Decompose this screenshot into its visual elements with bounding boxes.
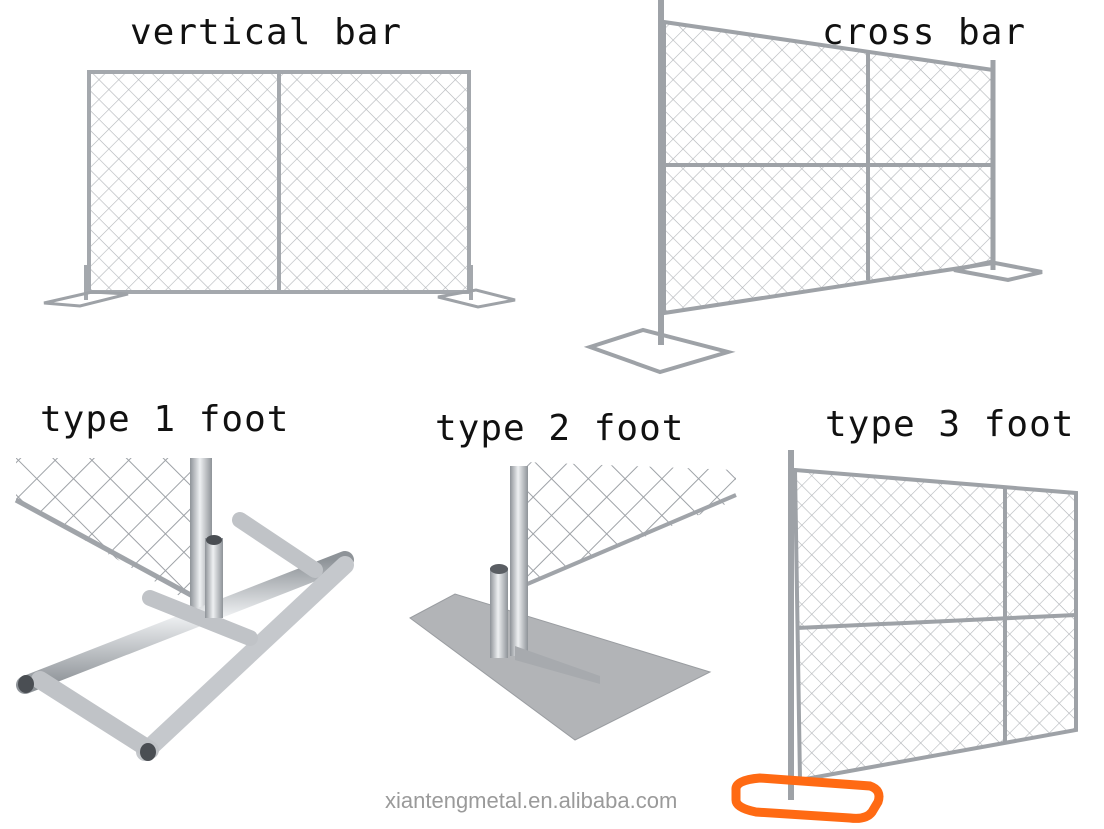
type-2-foot-label: type 2 foot: [435, 408, 685, 449]
vertical-bar-fence-image: [43, 70, 516, 309]
watermark-text: xiantengmetal.en.alibaba.com: [385, 788, 678, 813]
type-1-foot-image: [14, 458, 354, 761]
type-2-foot-image: [409, 462, 737, 741]
vertical-bar-label: vertical bar: [130, 12, 403, 53]
cross-bar-label: cross bar: [822, 12, 1027, 53]
type-3-foot-label: type 3 foot: [825, 404, 1075, 445]
type-3-foot-image: [731, 450, 1078, 823]
type-1-foot-label: type 1 foot: [40, 399, 290, 440]
cross-bar-fence-image: [583, 0, 1043, 375]
